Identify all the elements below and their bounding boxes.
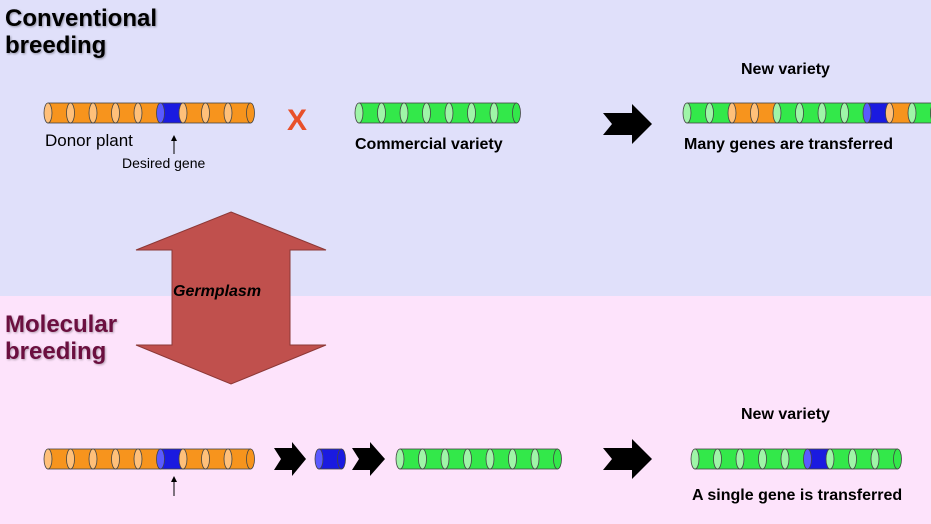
result-arrow-icon <box>603 104 652 144</box>
gene-segment <box>727 102 755 124</box>
new-variety-label: New variety <box>741 61 830 78</box>
gene-segment <box>758 448 786 470</box>
gene-segment <box>201 448 229 470</box>
conventional-result-chromosome <box>682 102 931 124</box>
gene-segment <box>444 102 472 124</box>
molecular-commercial-chromosome <box>395 448 562 470</box>
isolated-gene <box>314 448 346 470</box>
molecular-result-chromosome <box>690 448 902 470</box>
gene-segment <box>870 448 898 470</box>
gene-segment <box>713 448 741 470</box>
gene-segment <box>66 448 94 470</box>
gene-segment <box>840 102 868 124</box>
single-gene-label: A single gene is transferred <box>692 487 903 504</box>
title-line: breeding <box>5 338 107 365</box>
many-genes-label: Many genes are transferred <box>684 136 893 153</box>
chromosome-end-cap <box>246 448 255 470</box>
gene-segment <box>750 102 778 124</box>
gene-segment-desired <box>862 102 890 124</box>
desired-gene-pointer-icon <box>171 476 177 496</box>
chromosome-end-cap <box>553 448 562 470</box>
desired-gene-label: Desired gene <box>122 155 206 171</box>
gene-segment <box>377 102 405 124</box>
gene-segment <box>467 102 495 124</box>
gene-segment <box>795 102 823 124</box>
gene-segment <box>463 448 491 470</box>
molecular-donor-chromosome <box>43 448 255 470</box>
gene-segment <box>682 102 710 124</box>
gene-segment <box>907 102 931 124</box>
gene-segment <box>178 102 206 124</box>
gene-segment <box>43 102 71 124</box>
gene-segment <box>485 448 513 470</box>
cross-symbol: X <box>287 104 308 137</box>
title-line: Conventional <box>5 5 158 32</box>
gene-segment <box>399 102 427 124</box>
desired-gene-pointer-icon <box>171 135 177 154</box>
new-variety-label: New variety <box>741 406 830 423</box>
gene-segment <box>66 102 94 124</box>
gene-segment-desired <box>156 448 184 470</box>
gene-segment <box>178 448 206 470</box>
insert-arrow-icon <box>352 442 385 476</box>
gene-segment <box>354 102 382 124</box>
gene-segment <box>508 448 536 470</box>
molecular-breeding-title: Molecular breeding <box>5 311 117 365</box>
gene-segment <box>395 448 423 470</box>
gene-segment <box>705 102 733 124</box>
commercial-variety-label: Commercial variety <box>355 136 503 153</box>
gene-segment <box>848 448 876 470</box>
gene-segment <box>133 102 161 124</box>
conventional-breeding-title: Conventional breeding <box>5 5 157 59</box>
gene-segment <box>133 448 161 470</box>
result-arrow-icon <box>603 439 652 479</box>
extract-arrow-icon <box>274 442 306 476</box>
gene-segment <box>885 102 913 124</box>
chromosome-end-cap <box>512 102 521 124</box>
germplasm-label: Germplasm <box>173 283 262 300</box>
germplasm-double-arrow <box>135 211 327 385</box>
gene-segment <box>201 102 229 124</box>
gene-segment <box>440 448 468 470</box>
chromosome-end-cap <box>246 102 255 124</box>
title-line: Molecular <box>5 311 118 338</box>
gene-segment-desired <box>156 102 184 124</box>
chromosome-end-cap <box>337 448 346 470</box>
title-line: breeding <box>5 32 107 59</box>
gene-segment <box>422 102 450 124</box>
gene-segment <box>772 102 800 124</box>
gene-segment <box>825 448 853 470</box>
gene-segment-desired <box>314 448 342 470</box>
chromosome-end-cap <box>893 448 902 470</box>
donor-chromosome <box>43 102 255 124</box>
commercial-chromosome <box>354 102 521 124</box>
gene-segment <box>489 102 517 124</box>
donor-plant-label: Donor plant <box>45 131 133 150</box>
gene-segment <box>735 448 763 470</box>
molecular-breeding-panel <box>0 296 931 524</box>
